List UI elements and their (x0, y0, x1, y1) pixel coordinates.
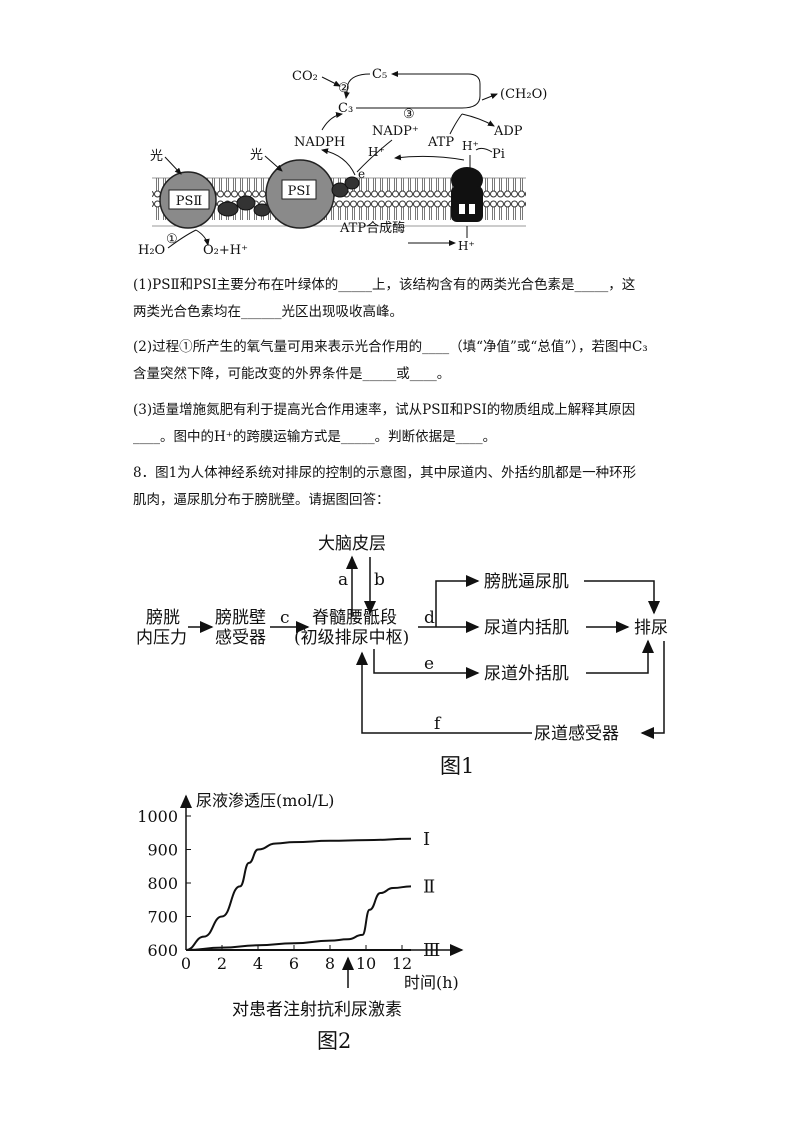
series-line-1 (185, 837, 412, 951)
q3-line2: ____。图中的H⁺的跨膜运输方式是_____。判断依据是____。 (133, 429, 497, 445)
x-tick-label: 12 (392, 954, 412, 973)
series-label-1: Ⅰ (423, 829, 430, 850)
electron-carriers (217, 195, 271, 217)
x-tick-label: 6 (289, 954, 299, 973)
step2-label: ② (338, 81, 350, 96)
label-e: e (424, 654, 434, 674)
bladder-pressure-label-2: 内压力 (136, 628, 187, 648)
question-q3: (3)适量增施氮肥有利于提高光合作用速率，试从PSⅡ和PSI的物质组成上解释其原… (133, 397, 663, 451)
series-line-2 (185, 885, 412, 951)
question-q2: (2)过程①所产生的氧气量可用来表示光合作用的____（填“净值”或“总值”），… (133, 334, 663, 388)
h-plus-top: H⁺ (462, 139, 479, 153)
co2-label: CO₂ (292, 69, 318, 84)
y-tick-label: 900 (147, 841, 178, 860)
electron-label: e (358, 167, 365, 181)
x-tick-label: 8 (325, 954, 335, 973)
chart-y-label: 尿液渗透压(mol/L) (196, 791, 334, 810)
atp-synthase (451, 167, 483, 222)
figure-2-caption: 图2 (317, 1029, 351, 1053)
q8-line1: 8．图1为人体神经系统对排尿的控制的示意图，其中尿道内、外括约肌都是一种环形 (133, 465, 637, 481)
cortex-label: 大脑皮层 (318, 534, 386, 554)
y-tick-label: 600 (147, 941, 178, 960)
light-label-1: 光 (150, 149, 163, 164)
step1-label: ① (166, 232, 178, 247)
label-d: d (424, 608, 435, 628)
y-tick-label: 700 (147, 908, 178, 927)
ch2o-label: (CH₂O) (500, 87, 547, 102)
external-label: 尿道外括肌 (484, 664, 569, 684)
pi-label: Pi (492, 147, 505, 162)
q8-line2: 肌肉，逼尿肌分布于膀胱壁。请据图回答： (133, 492, 390, 508)
chart-axes: 600 700 800 900 1000 0 2 4 6 8 10 12 (137, 794, 464, 988)
x-tick-label: 2 (217, 954, 227, 973)
label-f: f (434, 714, 442, 734)
figure-1-caption: 图1 (440, 754, 474, 778)
adp-label: ADP (493, 124, 523, 139)
figure-1-diagram: 大脑皮层 a b 膀胱 内压力 膀胱壁 感受器 c 脊髓腰骶段 (初级排尿中枢)… (136, 534, 668, 778)
atp-synthase-label: ATP合成酶 (339, 220, 405, 236)
atp-label: ATP (427, 135, 454, 150)
spinal-label-1: 脊髓腰骶段 (312, 608, 397, 628)
psi-label: PSⅠ (288, 184, 311, 199)
label-c: c (280, 608, 290, 628)
urethra-receptor-label: 尿道感受器 (534, 724, 619, 744)
o2h-label: O₂+H⁺ (203, 243, 248, 258)
injection-note: 对患者注射抗利尿激素 (232, 1000, 402, 1020)
series-label-2: Ⅱ (423, 876, 435, 897)
q2-line1: (2)过程①所产生的氧气量可用来表示光合作用的____（填“净值”或“总值”），… (133, 339, 648, 355)
y-tick-label: 1000 (137, 807, 178, 826)
c3-label: C₃ (338, 101, 353, 116)
chart-series: Ⅰ Ⅱ Ⅲ (185, 829, 440, 961)
detrusor-label: 膀胱逼尿肌 (484, 572, 569, 592)
question-8: 8．图1为人体神经系统对排尿的控制的示意图，其中尿道内、外括约肌都是一种环形 肌… (133, 460, 663, 514)
label-a: a (338, 570, 348, 590)
internal-label: 尿道内括肌 (484, 618, 569, 638)
q2-line2: 含量突然下降，可能改变的外界条件是_____或____。 (133, 366, 451, 382)
step3-label: ③ (403, 107, 415, 122)
receptor-label-1: 膀胱壁 (215, 608, 266, 628)
x-tick-label: 0 (181, 954, 191, 973)
h-plus-mid: H⁺ (368, 145, 385, 159)
c5-label: C₅ (372, 67, 387, 82)
nadp-label: NADP⁺ (372, 124, 419, 139)
series-label-3: Ⅲ (423, 940, 440, 961)
psii-label: PSⅡ (176, 194, 203, 209)
label-b: b (374, 570, 385, 590)
light-label-2: 光 (250, 148, 263, 163)
h-plus-bottom: H⁺ (458, 239, 475, 253)
y-tick-label: 800 (147, 874, 178, 893)
receptor-label-2: 感受器 (215, 628, 266, 648)
spinal-label-2: (初级排尿中枢) (294, 628, 409, 648)
photosynthesis-diagram: PSⅡ PSⅠ e 光 光 H₂O ① O₂+H⁺ ATP合成酶 H⁺ CO₂ … (138, 67, 547, 258)
question-block-7: (1)PSⅡ和PSI主要分布在叶绿体的_____上，该结构含有的两类光合色素是_… (133, 272, 663, 326)
nadph-label: NADPH (294, 135, 345, 150)
x-tick-label: 10 (356, 954, 376, 973)
h2o-label: H₂O (138, 243, 165, 258)
urination-label: 排尿 (634, 618, 668, 638)
q1-line2: 两类光合色素均在______光区出现吸收高峰。 (133, 304, 403, 320)
q1-line1: (1)PSⅡ和PSI主要分布在叶绿体的_____上，该结构含有的两类光合色素是_… (133, 277, 636, 293)
x-tick-label: 4 (253, 954, 263, 973)
q3-line1: (3)适量增施氮肥有利于提高光合作用速率，试从PSⅡ和PSI的物质组成上解释其原… (133, 402, 636, 418)
figure-2-chart: 600 700 800 900 1000 0 2 4 6 8 10 12 Ⅰ Ⅱ Ⅲ 尿液渗透压(mol/… (137, 791, 464, 1053)
chart-x-label: 时间(h) (404, 973, 459, 992)
bladder-pressure-label-1: 膀胱 (146, 608, 180, 628)
